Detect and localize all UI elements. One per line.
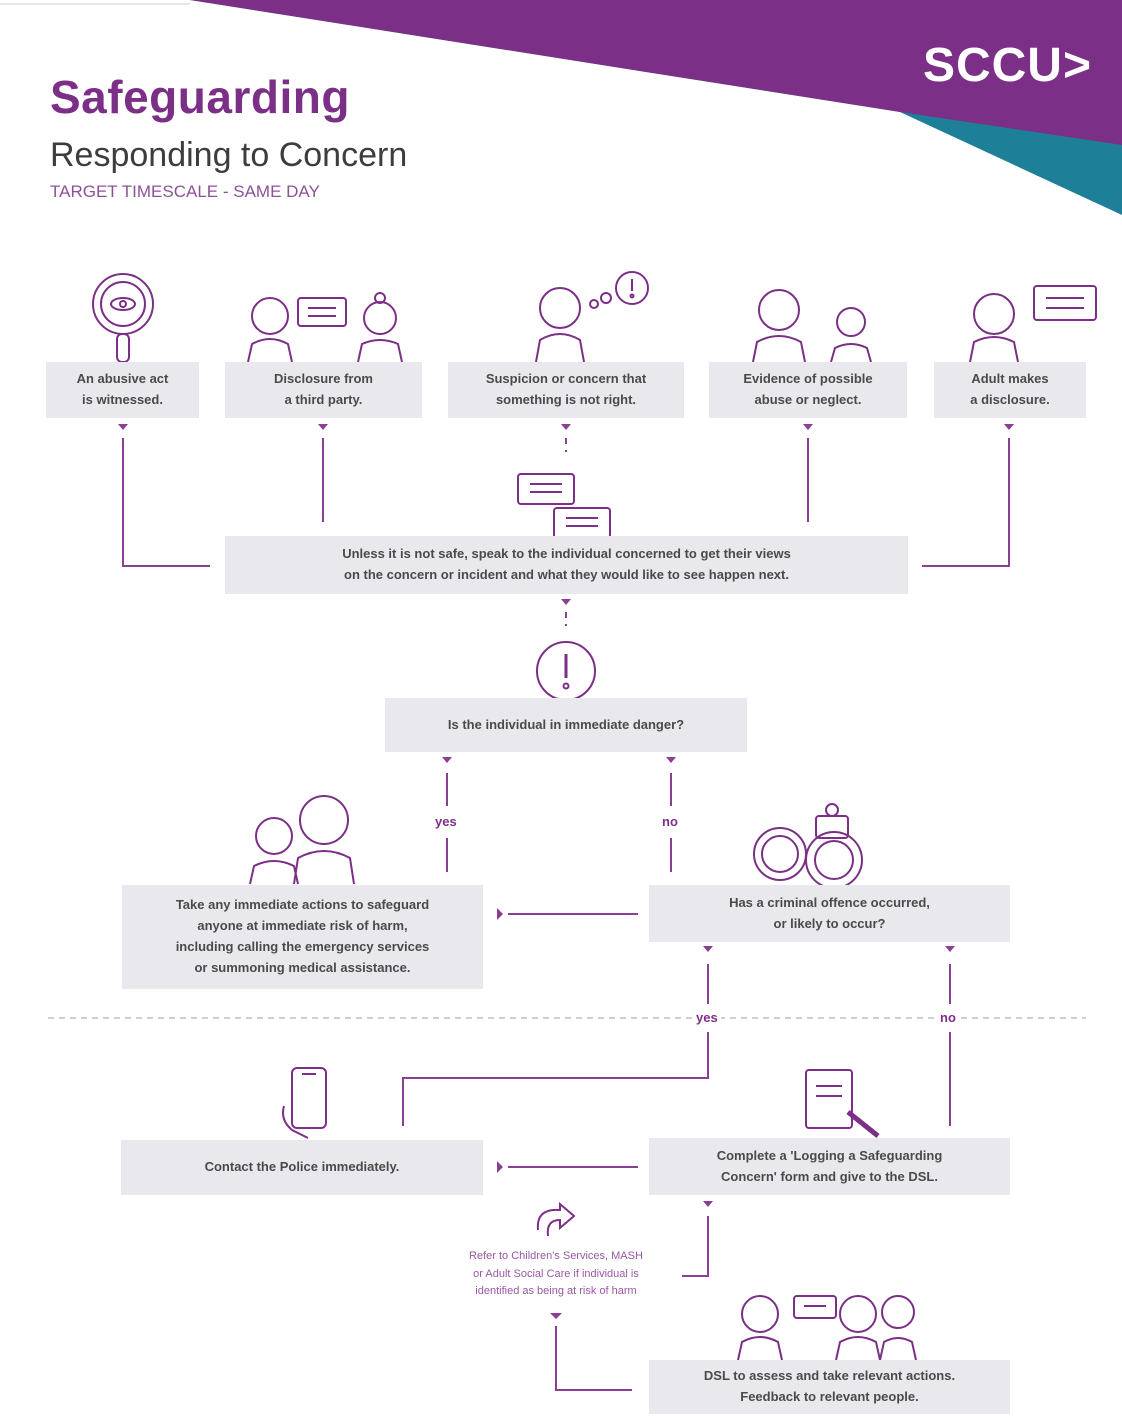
form-pen-icon xyxy=(805,1069,880,1138)
refresh-arrow-icon xyxy=(536,1201,576,1237)
people-meeting-icon xyxy=(737,1295,917,1361)
person-speech-icon xyxy=(969,285,1097,363)
magnifier-eye-icon xyxy=(92,273,154,363)
criminal-no-label: no xyxy=(937,1010,959,1025)
person-thought-icon xyxy=(535,271,649,363)
adult-child-safeguard-icon xyxy=(249,795,355,885)
two-people-speech-icon xyxy=(247,292,403,363)
phone-in-hand-icon xyxy=(282,1067,327,1139)
handcuffs-icon xyxy=(753,803,863,889)
criminal-offence-question: Has a criminal offence occurred,or likel… xyxy=(649,885,1010,942)
danger-yes-label: yes xyxy=(432,814,460,829)
sccu-logo: SCCU> xyxy=(922,39,1092,92)
speech-bubbles-icon xyxy=(517,473,611,539)
page-title: Safeguarding xyxy=(50,71,350,123)
criminal-yes-label: yes xyxy=(693,1010,721,1025)
refer-services-note: Refer to Children's Services, MASH or Ad… xyxy=(469,1250,643,1298)
header-banner xyxy=(0,0,1122,215)
page-subtitle: Responding to Concern xyxy=(50,136,408,174)
speak-to-individual-step: Unless it is not safe, speak to the indi… xyxy=(225,536,908,594)
contact-police-step: Contact the Police immediately. xyxy=(121,1140,483,1195)
danger-no-label: no xyxy=(659,814,681,829)
dsl-assess-step: DSL to assess and take relevant actions.… xyxy=(649,1360,1010,1414)
immediate-danger-question: Is the individual in immediate danger? xyxy=(385,698,747,752)
target-timescale: TARGET TIMESCALE - SAME DAY xyxy=(50,182,320,201)
warning-icon xyxy=(536,641,596,701)
adult-child-icon xyxy=(752,289,872,363)
